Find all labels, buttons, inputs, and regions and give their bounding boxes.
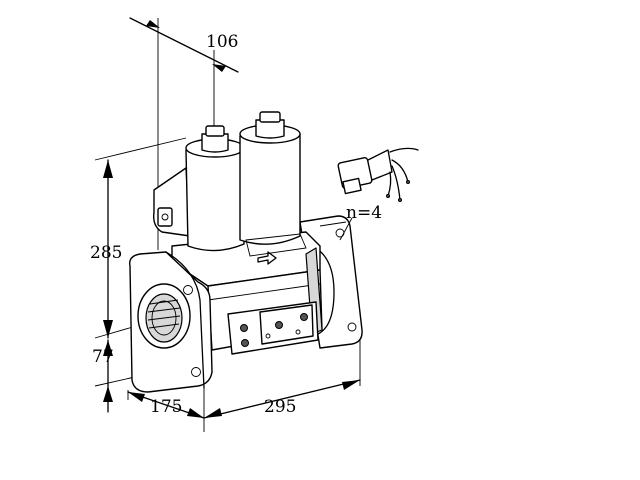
dimension-295-label: 295 bbox=[264, 397, 296, 417]
test-nipples bbox=[240, 313, 308, 347]
electrical-connector bbox=[337, 147, 419, 202]
dimension-285: 285 bbox=[90, 137, 187, 339]
bolt-count-annotation: n=4 bbox=[339, 203, 382, 241]
dimension-175-label: 175 bbox=[150, 397, 182, 417]
dimension-77-label: 77 bbox=[92, 347, 114, 367]
solenoid-left bbox=[152, 125, 245, 252]
flow-arrow-icon bbox=[257, 251, 277, 265]
solenoid-right bbox=[239, 111, 307, 257]
dimension-285-label: 285 bbox=[90, 243, 122, 263]
dimension-175: 175 bbox=[127, 390, 205, 419]
bolt-count-label: n=4 bbox=[346, 203, 382, 223]
dimension-106-label: 106 bbox=[206, 32, 238, 52]
valve-body bbox=[129, 215, 363, 393]
